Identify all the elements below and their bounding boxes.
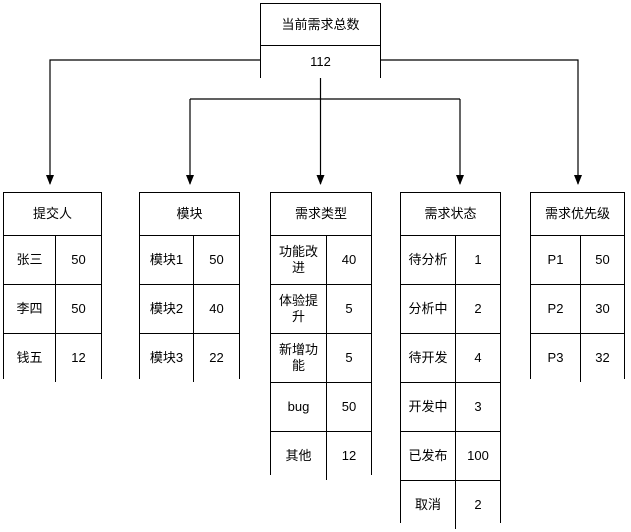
row-count: 5 [327,285,371,333]
row-count: 50 [56,236,101,284]
row-label: 李四 [4,285,56,333]
row-label: 已发布 [401,432,456,480]
row-label: 模块2 [140,285,194,333]
row-label: 分析中 [401,285,456,333]
row-count: 50 [56,285,101,333]
row-count: 12 [56,334,101,382]
category-header-submitter: 提交人 [4,193,101,236]
root-node-total-requirements[interactable]: 当前需求总数 112 [260,3,381,78]
row-label: 模块1 [140,236,194,284]
row-label: 取消 [401,481,456,529]
connector-root-stem [190,78,460,100]
row-count: 100 [456,432,500,480]
row-label: P3 [531,334,581,382]
row-count: 1 [456,236,500,284]
row-count: 2 [456,285,500,333]
connector-to-requirement-priority [381,59,582,185]
row-count: 50 [581,236,624,284]
row-count: 5 [327,334,371,382]
row-label: 待开发 [401,334,456,382]
row-count: 3 [456,383,500,431]
row-label: 张三 [4,236,56,284]
root-node-label: 当前需求总数 [261,4,380,46]
row-count: 22 [194,334,239,382]
row-label: 功能改进 [271,236,327,284]
row-label: 开发中 [401,383,456,431]
category-header-module: 模块 [140,193,239,236]
row-count: 12 [327,432,371,480]
row-count: 50 [327,383,371,431]
row-label: P2 [531,285,581,333]
row-label: 新增功能 [271,334,327,382]
row-count: 30 [581,285,624,333]
row-count: 40 [327,236,371,284]
category-header-requirement-priority: 需求优先级 [531,193,624,236]
row-label: bug [271,383,327,431]
row-label: 其他 [271,432,327,480]
row-count: 50 [194,236,239,284]
row-label: P1 [531,236,581,284]
category-header-requirement-type: 需求类型 [271,193,371,236]
row-label: 模块3 [140,334,194,382]
row-count: 2 [456,481,500,529]
row-label: 钱五 [4,334,56,382]
row-count: 4 [456,334,500,382]
row-label: 体验提升 [271,285,327,333]
row-count: 32 [581,334,624,382]
row-label: 待分析 [401,236,456,284]
connector-to-submitter [46,59,260,185]
category-header-requirement-status: 需求状态 [401,193,500,236]
root-node-value: 112 [261,46,380,78]
row-count: 40 [194,285,239,333]
